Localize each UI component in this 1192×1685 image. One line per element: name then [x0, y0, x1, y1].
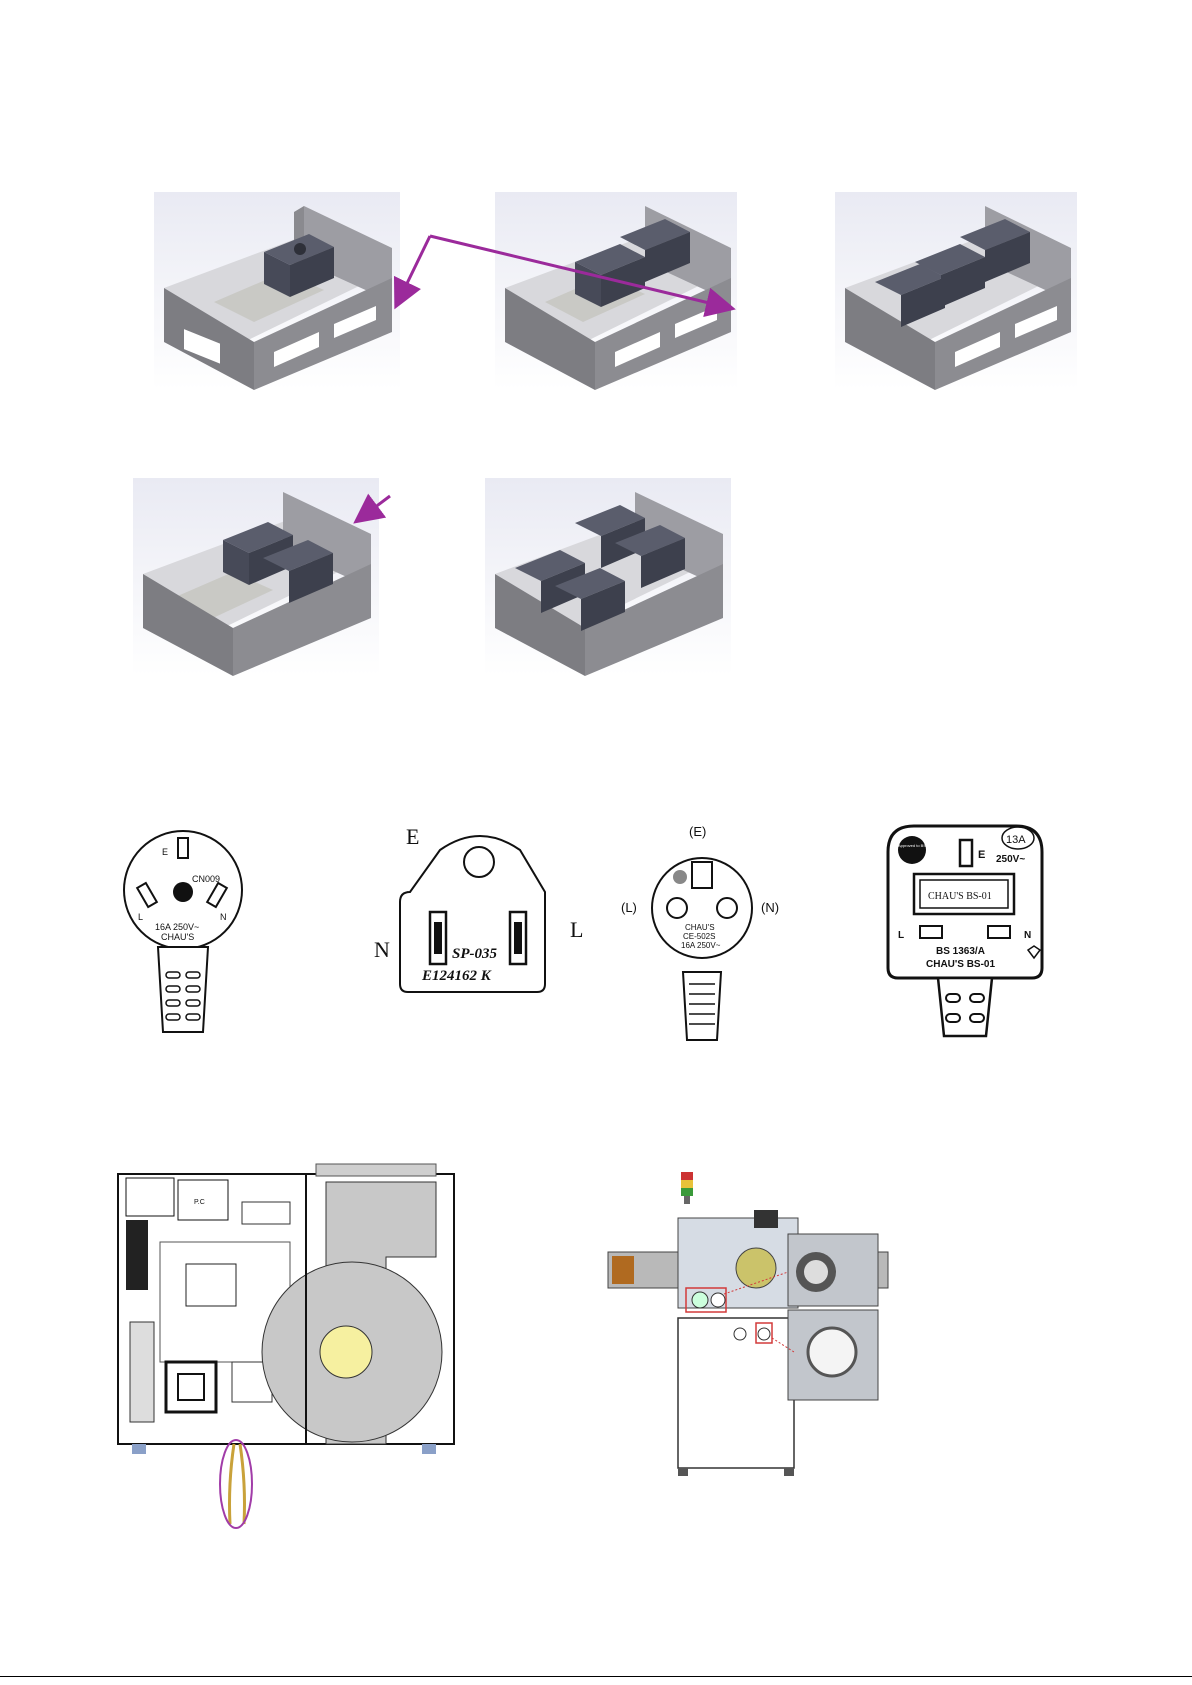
plug-cn-brand: CHAU'S	[161, 932, 194, 942]
plug-us-earth-label: E	[406, 824, 419, 849]
plug-eu-rating: 16A 250V~	[681, 941, 721, 950]
plug-eu-live-label: (L)	[621, 900, 637, 915]
panel-label-pc: P.C	[194, 1199, 205, 1206]
page-bottom-rule	[0, 1676, 1192, 1677]
plug-uk-live-label: L	[898, 930, 904, 941]
plug-uk-fuse-label: CHAU'S BS-01	[928, 891, 992, 902]
plug-us-cert: E124162 K	[421, 968, 492, 984]
plug-eu-model: CE-502S	[683, 932, 715, 941]
tray-step-3-drawing	[835, 192, 1077, 390]
tray-step-4-image	[133, 478, 379, 676]
tray-step-5-drawing	[485, 478, 731, 676]
tray-step-3-image	[835, 192, 1077, 390]
plug-us-neutral-label: N	[374, 937, 390, 962]
tray-step-2-image	[495, 192, 737, 390]
plug-eu-drawing: (E) (L) (N) CHAU'S CE-502S 16A 250V~	[617, 822, 797, 1044]
plug-cn-rating: 16A 250V~	[155, 922, 199, 932]
plug-eu-neutral-label: (N)	[761, 900, 779, 915]
plug-us: E N L SP-035 E124162 K	[370, 822, 590, 1002]
machine-rear-drawing: P.C	[116, 1162, 456, 1530]
plug-us-model: SP-035	[452, 946, 498, 962]
plug-uk-drawing: Approved to BS 1363 E 13A 250V~ CHAU'S B…	[878, 822, 1052, 1040]
plug-cn-drawing: E CN009 L N 16A 250V~ CHAU'S	[118, 822, 248, 1034]
tray-step-4-drawing	[133, 478, 379, 676]
tray-step-2-drawing	[495, 192, 737, 390]
plug-cn: E CN009 L N 16A 250V~ CHAU'S	[118, 822, 248, 1034]
plug-eu-brand: CHAU'S	[685, 923, 715, 932]
machine-rear-svg: P.C	[116, 1162, 456, 1530]
plug-us-live-label: L	[570, 917, 583, 942]
plug-uk-fuse-rating: 13A	[1006, 834, 1026, 846]
machine-front-svg	[606, 1168, 896, 1480]
plug-uk-voltage: 250V~	[996, 854, 1025, 865]
tray-step-1-image	[154, 192, 400, 390]
plug-eu: (E) (L) (N) CHAU'S CE-502S 16A 250V~	[617, 822, 797, 1044]
machine-front-drawing	[606, 1168, 896, 1480]
plug-uk-earth-label: E	[978, 849, 985, 861]
plug-uk-approval: Approved to BS 1363	[898, 843, 937, 848]
plug-cn-earth-label: E	[162, 847, 168, 857]
plug-cn-live-label: L	[138, 912, 143, 922]
tray-step-5-image	[485, 478, 731, 676]
plug-uk-model: CHAU'S BS-01	[926, 959, 995, 970]
plug-eu-earth-label: (E)	[689, 824, 706, 839]
tray-step-1-drawing	[154, 192, 400, 390]
plug-uk-standard: BS 1363/A	[936, 946, 985, 957]
plug-cn-model: CN009	[192, 874, 220, 884]
arrow-to-step-1	[397, 236, 430, 304]
plug-uk: Approved to BS 1363 E 13A 250V~ CHAU'S B…	[878, 822, 1052, 1040]
plug-uk-neutral-label: N	[1024, 930, 1031, 941]
plug-us-drawing: E N L SP-035 E124162 K	[370, 822, 590, 1002]
plug-cn-neutral-label: N	[220, 912, 227, 922]
